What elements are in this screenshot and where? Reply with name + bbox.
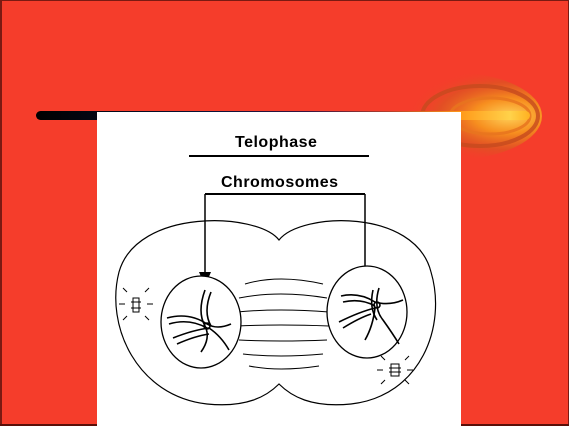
diagram-card: Telophase Chromosomes: [97, 112, 461, 426]
left-nucleus: [161, 276, 241, 368]
chromosomes-label: Chromosomes: [221, 174, 339, 192]
spindle-fibers: [237, 279, 329, 369]
right-nucleus: [327, 266, 407, 358]
left-centriole: [119, 288, 153, 320]
telophase-diagram: [97, 112, 461, 426]
right-centriole: [377, 356, 413, 384]
diagram-title: Telophase: [235, 134, 317, 152]
